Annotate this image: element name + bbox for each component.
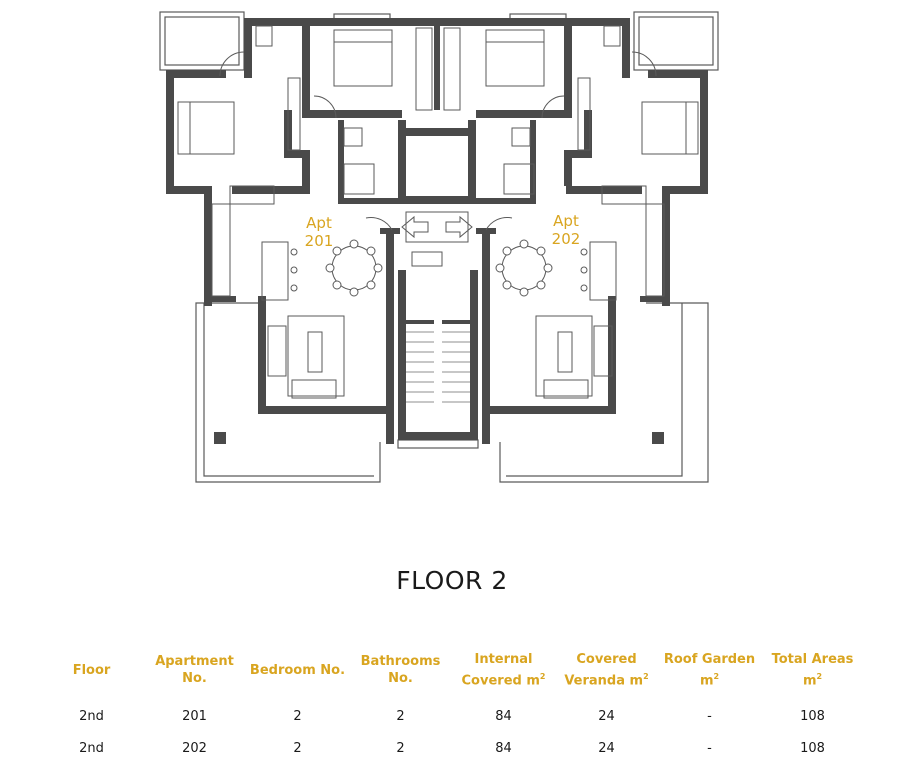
table-cell: - [707, 740, 712, 756]
apartment-202-label-line2: 202 [551, 230, 581, 248]
table-row: 2nd 202 2 2 84 24 - 108 [40, 732, 864, 764]
header-apartment-no: Apartment No. [155, 654, 234, 686]
area-table-header-row: Floor Apartment No. Bedroom No. Bathroom… [40, 640, 864, 700]
header-covered-veranda: Covered Veranda m2 [564, 651, 649, 689]
header-internal-covered: Internal Covered m2 [461, 651, 546, 689]
table-cell: 2nd [79, 708, 104, 724]
header-floor: Floor [72, 662, 111, 678]
table-cell: 2 [396, 740, 405, 756]
table-cell: 201 [182, 708, 207, 724]
apartment-201-label: Apt 201 [299, 214, 339, 250]
table-cell: 84 [495, 740, 512, 756]
header-total-areas: Total Areas m2 [771, 651, 854, 689]
floor-plan-drawing [159, 11, 719, 483]
table-cell: 24 [598, 740, 615, 756]
area-table: Floor Apartment No. Bedroom No. Bathroom… [40, 640, 864, 764]
apartment-202-label: Apt 202 [546, 212, 586, 248]
header-bathrooms-no: Bathrooms No. [360, 654, 441, 686]
floor-plan: Apt 201 Apt 202 [159, 11, 719, 483]
apartment-201-label-line1: Apt [306, 214, 332, 232]
table-cell: 108 [800, 740, 825, 756]
table-cell: 2nd [79, 740, 104, 756]
table-row: 2nd 201 2 2 84 24 - 108 [40, 700, 864, 732]
apartment-201-label-line2: 201 [304, 232, 334, 250]
table-cell: - [707, 708, 712, 724]
table-cell: 2 [396, 708, 405, 724]
header-roof-garden: Roof Garden m2 [663, 651, 756, 689]
header-bedroom-no: Bedroom No. [249, 662, 346, 678]
table-cell: 2 [293, 740, 302, 756]
floor-title: FLOOR 2 [396, 566, 508, 595]
table-cell: 24 [598, 708, 615, 724]
apartment-202-label-line1: Apt [553, 212, 579, 230]
table-cell: 84 [495, 708, 512, 724]
table-cell: 202 [182, 740, 207, 756]
table-cell: 108 [800, 708, 825, 724]
table-cell: 2 [293, 708, 302, 724]
